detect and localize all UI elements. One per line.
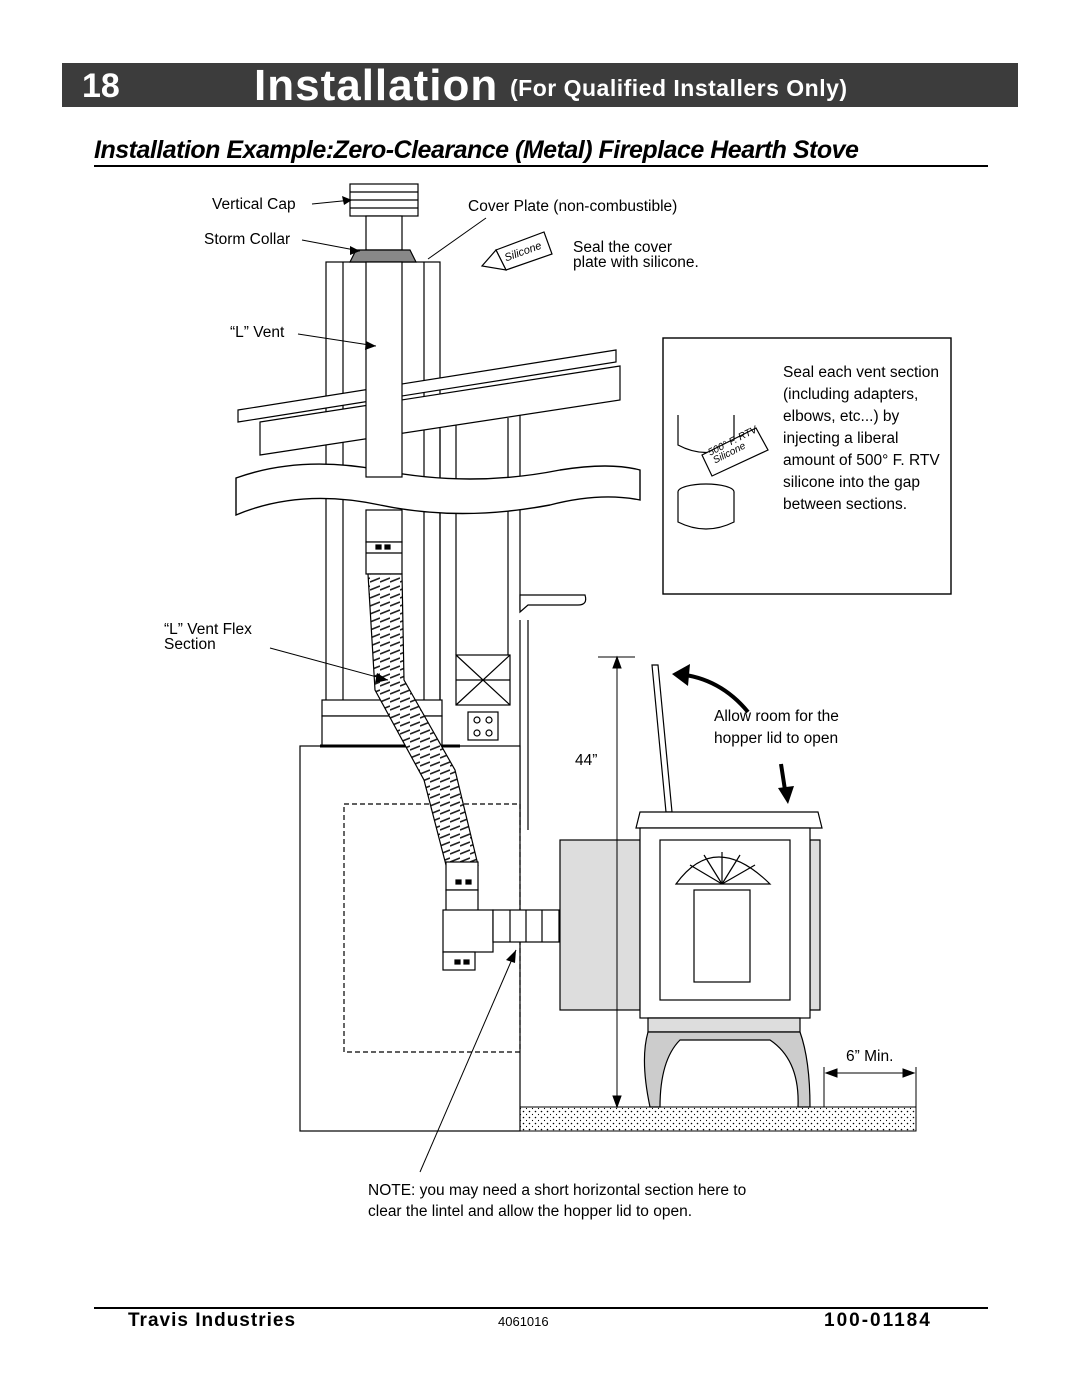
page-number: 18 bbox=[82, 67, 120, 105]
label-l-vent-flex-1: “L” Vent Flex bbox=[164, 621, 252, 638]
label-allow-room-1: Allow room for the bbox=[714, 708, 839, 725]
label-six-min: 6” Min. bbox=[846, 1048, 894, 1065]
lower-connector bbox=[442, 861, 560, 971]
note-line-2: clear the lintel and allow the hopper li… bbox=[368, 1203, 692, 1220]
hearth-floor bbox=[519, 1106, 917, 1132]
footer-doc-code: 4061016 bbox=[498, 1314, 549, 1329]
footer-part-number: 100-01184 bbox=[824, 1310, 932, 1331]
title-rule bbox=[94, 165, 988, 167]
label-l-vent: “L” Vent bbox=[230, 324, 285, 341]
label-allow-room-2: hopper lid to open bbox=[714, 730, 839, 747]
hearth-stove bbox=[559, 664, 823, 1108]
footer-rule bbox=[94, 1307, 988, 1309]
height-dimension bbox=[598, 655, 635, 1109]
l-vent-pipe bbox=[349, 183, 419, 575]
label-height-44: 44” bbox=[575, 752, 598, 769]
label-seal-cover-2: plate with silicone. bbox=[573, 254, 699, 271]
page-title: Installation bbox=[254, 61, 499, 110]
clearance-dimension bbox=[823, 1067, 917, 1107]
section-title: Installation Example:Zero-Clearance (Met… bbox=[94, 136, 859, 164]
note-line-1: NOTE: you may need a short horizontal se… bbox=[368, 1182, 747, 1199]
label-l-vent-flex-2: Section bbox=[164, 636, 216, 653]
silicone-tube-icon bbox=[480, 231, 553, 271]
footer-company: Travis Industries bbox=[128, 1310, 297, 1331]
inset-instructions: Seal each vent section (including adapte… bbox=[783, 364, 940, 513]
label-vertical-cap: Vertical Cap bbox=[212, 196, 296, 213]
inset-pipe-illustration bbox=[677, 415, 769, 530]
label-cover-plate: Cover Plate (non-combustible) bbox=[468, 198, 678, 215]
page-subtitle: (For Qualified Installers Only) bbox=[510, 75, 848, 101]
page-header-bar: 18 Installation (For Qualified Installer… bbox=[62, 61, 1018, 110]
label-storm-collar: Storm Collar bbox=[204, 231, 291, 248]
label-seal-cover-1: Seal the cover bbox=[573, 239, 673, 256]
